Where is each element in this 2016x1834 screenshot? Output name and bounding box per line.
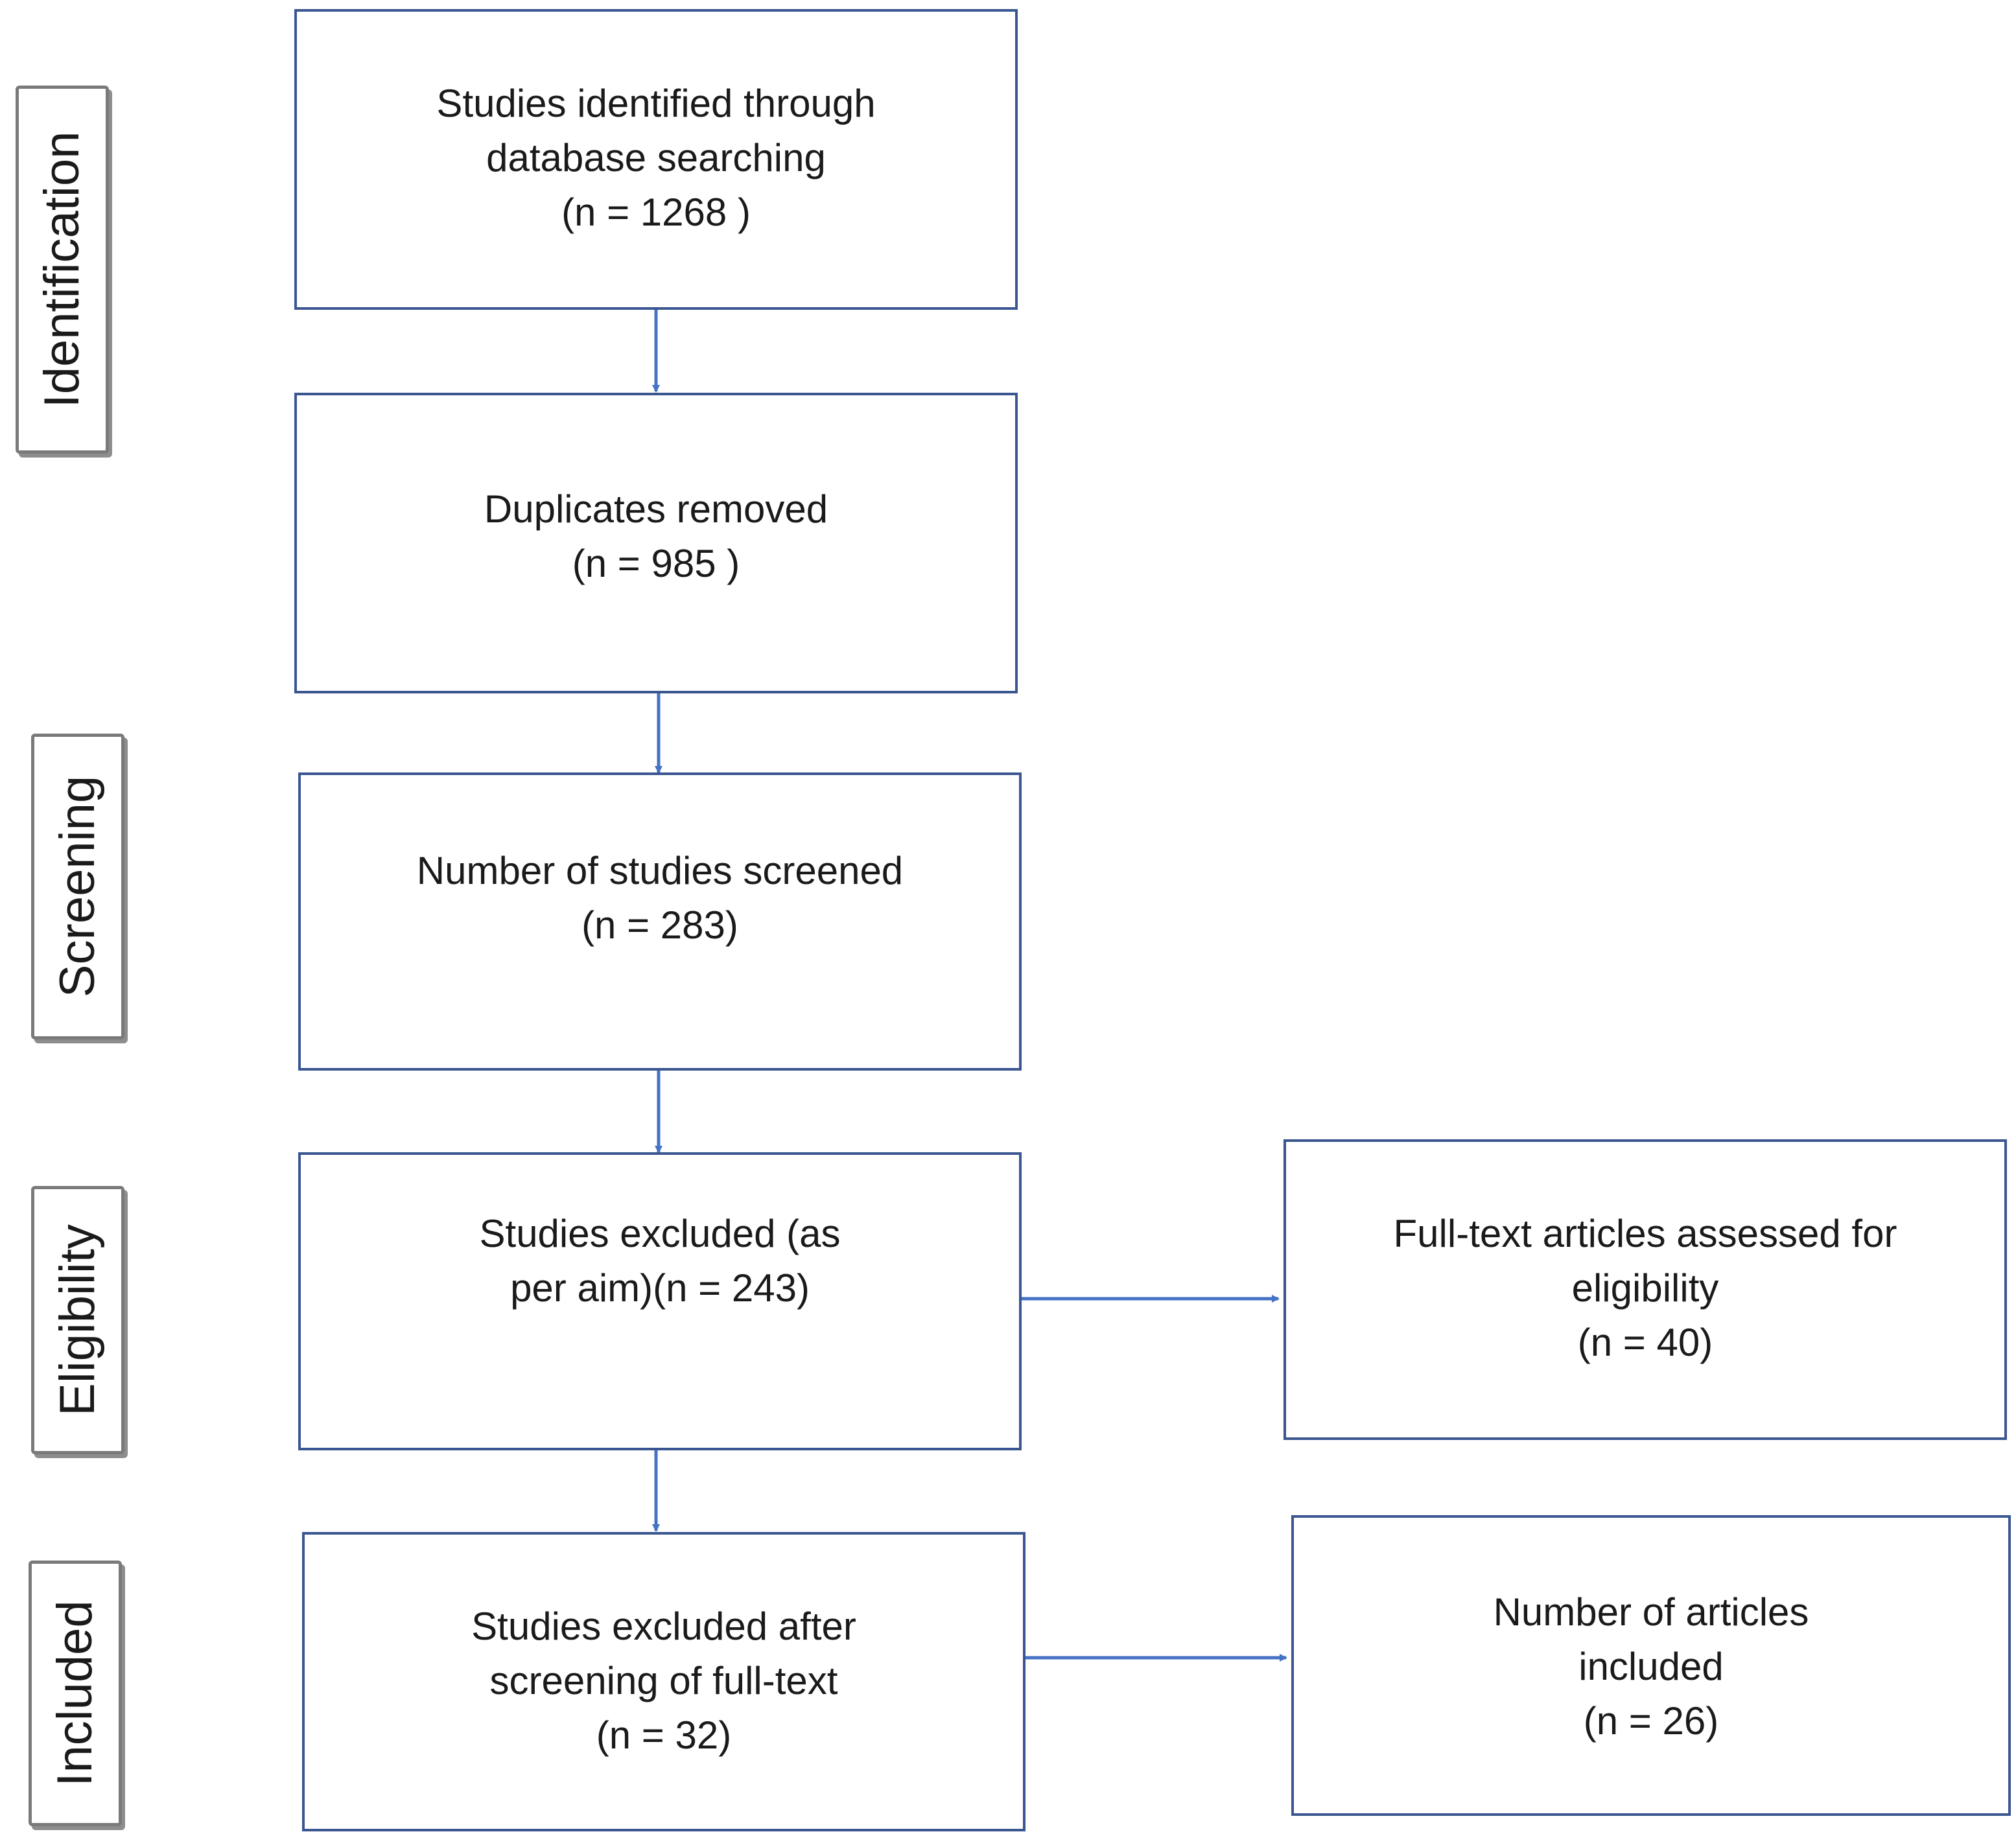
- box-duplicates-removed-line-2: (n = 985 ): [572, 542, 740, 585]
- box-fulltext-assessed: Full-text articles assessed for eligibil…: [1283, 1139, 2007, 1440]
- box-articles-included-line-1: Number of articles: [1493, 1590, 1809, 1634]
- box-duplicates-removed: Duplicates removed (n = 985 ): [294, 393, 1018, 693]
- box-articles-included: Number of articles included (n = 26): [1291, 1515, 2011, 1816]
- box-studies-excluded-aim: Studies excluded (as per aim)(n = 243): [298, 1152, 1022, 1450]
- box-studies-screened-line-2: (n = 283): [581, 903, 738, 947]
- stage-label-identification: Identification: [16, 86, 109, 454]
- box-studies-identified-line-1: Studies identified through: [436, 82, 876, 125]
- box-studies-screened: Number of studies screened (n = 283): [298, 772, 1022, 1071]
- box-studies-excluded-aim-line-1: Studies excluded (as: [479, 1212, 841, 1255]
- box-studies-identified-line-3: (n = 1268 ): [561, 191, 751, 234]
- box-articles-included-line-2: included: [1578, 1645, 1724, 1688]
- box-studies-excluded-fulltext: Studies excluded after screening of full…: [302, 1532, 1026, 1831]
- box-fulltext-assessed-line-2: eligibility: [1571, 1266, 1719, 1310]
- box-articles-included-line-3: (n = 26): [1583, 1699, 1719, 1743]
- box-studies-excluded-fulltext-line-3: (n = 32): [596, 1713, 732, 1757]
- box-duplicates-removed-line-1: Duplicates removed: [484, 487, 828, 531]
- box-studies-excluded-aim-line-2: per aim)(n = 243): [510, 1266, 810, 1310]
- stage-label-eligibility: Eligibility: [31, 1186, 124, 1454]
- box-studies-identified-line-2: database searching: [486, 136, 826, 180]
- box-fulltext-assessed-line-3: (n = 40): [1577, 1321, 1713, 1364]
- stage-label-screening: Screening: [31, 734, 124, 1039]
- box-studies-screened-line-1: Number of studies screened: [416, 849, 904, 892]
- box-fulltext-assessed-line-1: Full-text articles assessed for: [1393, 1212, 1897, 1255]
- stage-label-included: Included: [29, 1561, 122, 1826]
- box-studies-identified: Studies identified through database sear…: [294, 9, 1018, 310]
- box-studies-excluded-fulltext-line-1: Studies excluded after: [471, 1605, 856, 1648]
- box-studies-excluded-fulltext-line-2: screening of full-text: [489, 1659, 838, 1702]
